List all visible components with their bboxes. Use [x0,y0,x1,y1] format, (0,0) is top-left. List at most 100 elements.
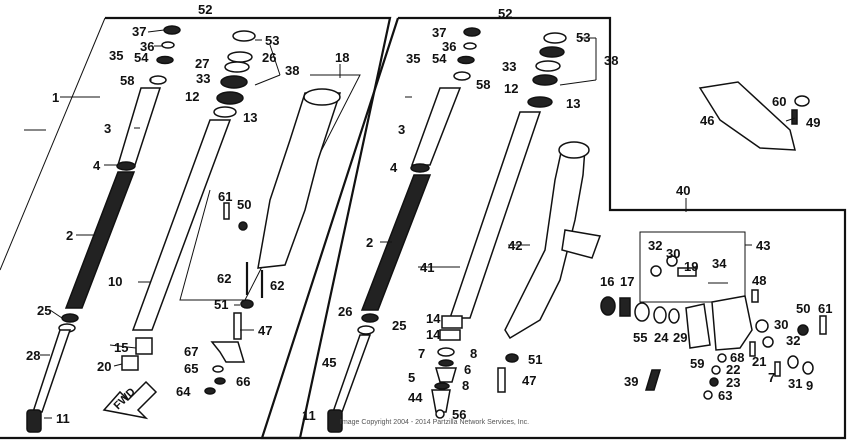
callout-31: 31 [788,376,802,391]
callout-8: 8 [470,346,477,361]
ring-22 [711,365,721,375]
callout-30: 30 [666,246,680,261]
screw-48 [751,289,759,303]
stopper-ring-r [457,55,475,65]
callout-11-r: 11 [302,408,316,423]
callout-77: 7 [768,370,775,385]
damper-rod [31,329,72,413]
callout-32-c: 32 [786,333,800,348]
fork-slider-left [257,88,342,269]
right-fork-parts [327,27,602,433]
guide-bushing [213,106,237,118]
callout-21: 21 [752,354,766,369]
caliper-body [711,295,753,351]
callout-36-r: 36 [442,39,456,54]
washer [116,161,136,171]
callout-1: 1 [52,90,59,105]
callout-22: 22 [726,362,740,377]
callout-36: 36 [140,39,154,54]
seal-26 [227,51,253,63]
callout-45: 45 [322,355,336,370]
callout-58: 58 [120,73,134,88]
bleeder-32-r [762,336,774,348]
washer-51-r [505,353,519,363]
callout-50-c: 50 [796,301,810,316]
ring-9 [802,361,814,375]
callout-5: 5 [408,370,415,385]
seal-30-r [755,319,769,333]
callout-63: 63 [718,388,732,403]
back-up-ring [224,61,250,73]
callout-64: 64 [176,384,191,399]
leader-lines [24,29,796,419]
piston-55 [634,302,650,322]
callout-38: 38 [285,63,299,78]
guide-bushing-r [527,96,553,108]
left-fork-parts [26,25,342,433]
seal-16 [600,296,616,316]
callout-8b: 8 [462,378,469,393]
callout-10: 10 [108,274,122,289]
hose-clamp-39 [644,369,662,391]
pad-59 [685,303,711,349]
callout-6: 6 [464,362,471,377]
spring-23 [709,377,719,387]
callout-17: 17 [620,274,634,289]
callout-3: 3 [104,121,111,136]
nut-65 [212,365,224,373]
callout-62b: 62 [270,278,284,293]
callout-35-r: 35 [406,51,420,66]
callout-26: 26 [262,50,276,65]
spacer-tube-r [410,87,462,166]
pin-21 [749,341,756,357]
dust-seal-r [543,32,567,44]
callout-37: 37 [132,24,146,39]
callout-46: 46 [700,113,714,128]
callout-65: 65 [184,361,198,376]
callout-28: 28 [26,348,40,363]
callout-7: 7 [418,346,425,361]
stopper-ring [156,55,174,65]
callout-41: 41 [420,260,434,275]
callout-24: 24 [654,330,669,345]
seal-24 [653,306,667,324]
callout-54-r: 54 [432,51,447,66]
bolt-47-r [497,367,506,393]
callout-33: 33 [196,71,210,86]
callout-labels: 1 2 3 4 25 28 11 37 36 35 54 58 52 53 27… [26,2,832,426]
spring-seat-r [453,71,471,81]
bolt-47 [233,312,242,340]
callout-58-r: 58 [476,77,490,92]
callout-2-r: 2 [366,235,373,250]
cap-31 [787,355,799,369]
spring-17 [619,297,631,317]
slider-bushing-r [532,74,558,86]
callout-53: 53 [265,33,279,48]
callout-27: 27 [195,56,209,71]
callout-19: 19 [684,259,698,274]
frame-subassembly-43 [639,231,746,303]
cap-60 [794,95,810,107]
callout-12-r: 12 [504,81,518,96]
callout-13: 13 [243,110,257,125]
fork-cover [698,81,810,151]
socket-bolt [26,409,42,433]
fork-cap-bolt [163,25,181,35]
callout-4: 4 [93,158,101,173]
callout-68: 68 [730,350,744,365]
washer-51 [240,299,254,309]
callout-15: 15 [114,340,128,355]
callout-14b: 14 [426,327,441,342]
fwd-arrow: FWD [102,380,158,420]
callout-16: 16 [600,274,614,289]
piston-ring [61,313,79,323]
callout-29: 29 [673,330,687,345]
o-ring-r [463,42,477,50]
ring-29 [668,308,680,324]
callout-23: 23 [726,375,740,390]
oil-lock-piece-r [441,315,463,329]
callout-66: 66 [236,374,250,389]
callout-12: 12 [185,89,199,104]
fork-tube [131,119,232,331]
